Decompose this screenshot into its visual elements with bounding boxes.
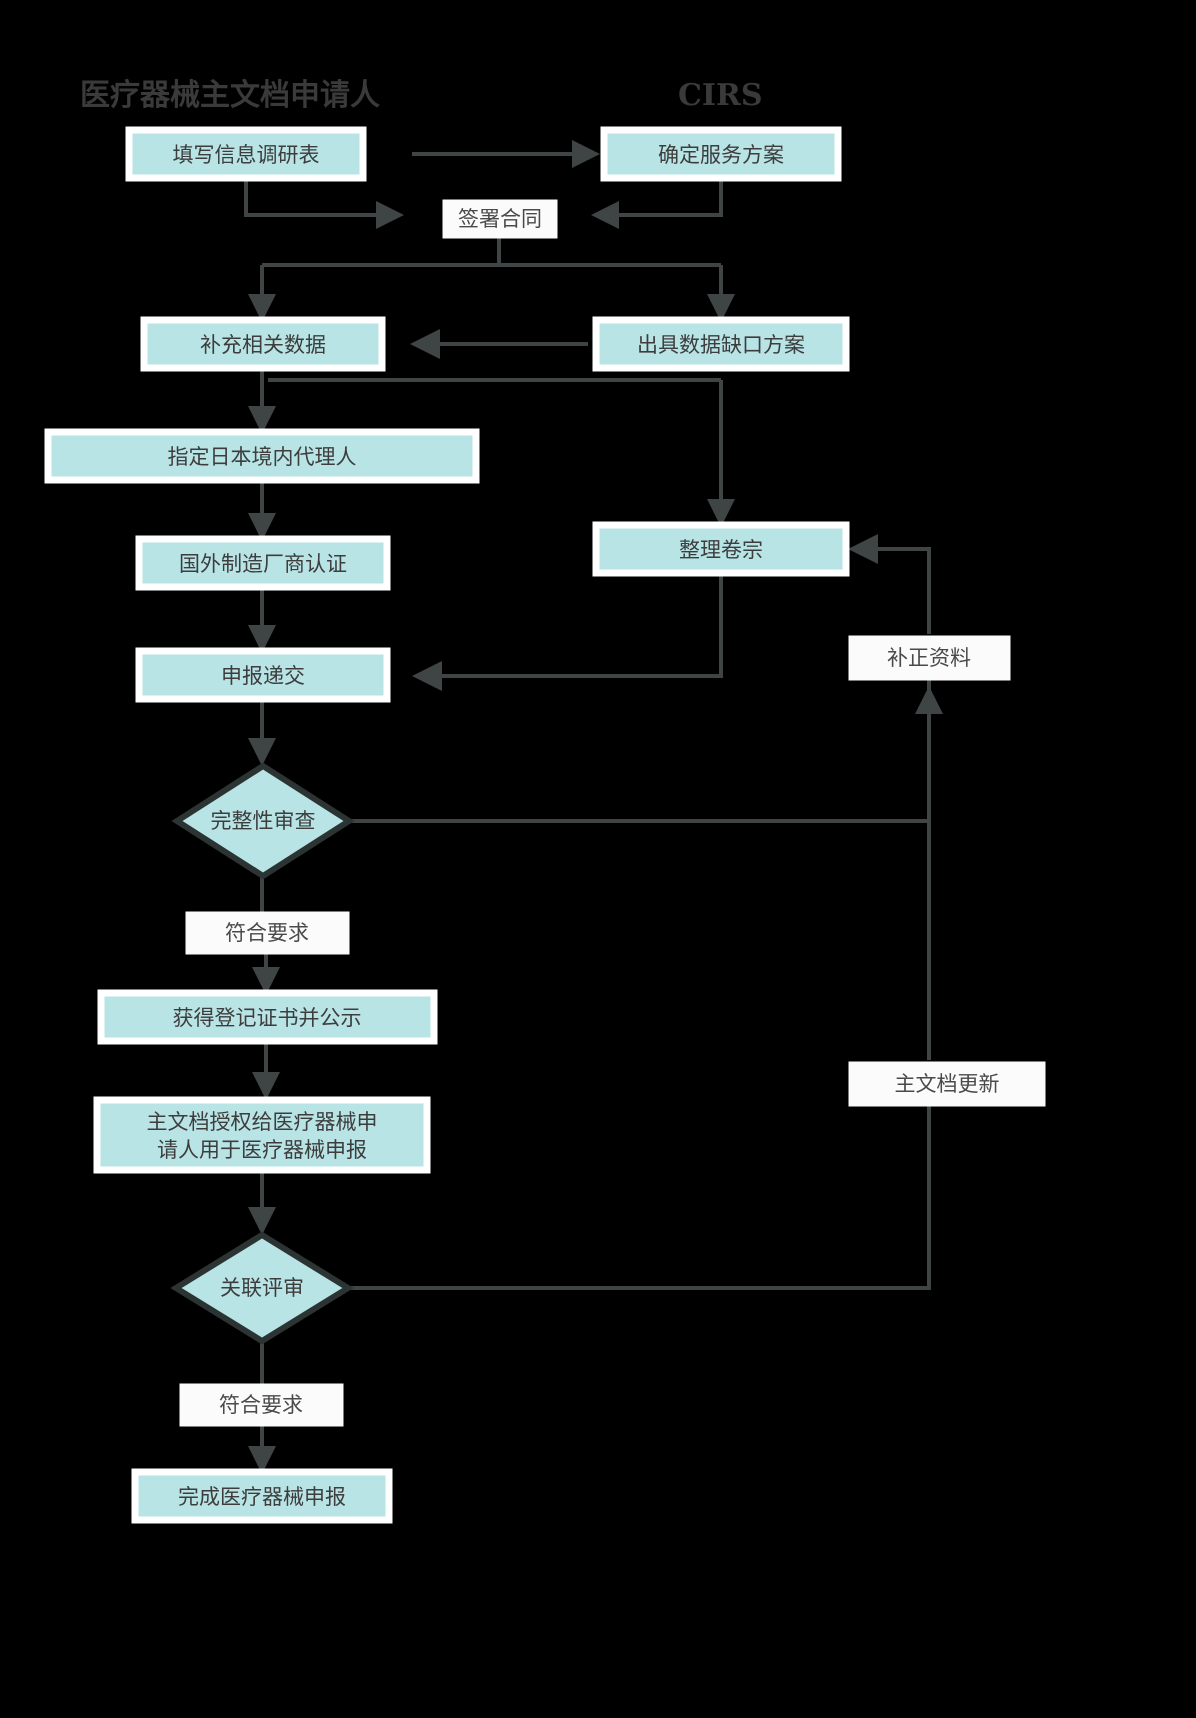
node-submission-label: 申报递交 bbox=[221, 664, 305, 688]
node-mdf-authorization[interactable]: 主文档授权给医疗器械申 请人用于医疗器械申报 bbox=[93, 1096, 431, 1174]
node-submission[interactable]: 申报递交 bbox=[135, 647, 391, 703]
edge-data-gap-to-supplement-data bbox=[410, 329, 588, 359]
node-meets-requirements-1[interactable]: 符合要求 bbox=[185, 911, 350, 955]
node-meets-requirements-2-label: 符合要求 bbox=[219, 1393, 303, 1417]
node-supplement-docs[interactable]: 补正资料 bbox=[848, 635, 1011, 681]
edge-completeness-review-to-supplement-docs bbox=[349, 680, 931, 823]
edge-fill-form-to-service-plan bbox=[412, 140, 600, 168]
node-mdf-update[interactable]: 主文档更新 bbox=[848, 1061, 1046, 1107]
node-supplement-data-label: 补充相关数据 bbox=[200, 333, 326, 357]
edge-fill-form-to-sign-contract bbox=[244, 180, 404, 229]
node-organize-dossier-label: 整理卷宗 bbox=[679, 538, 763, 562]
node-sign-contract[interactable]: 签署合同 bbox=[442, 199, 558, 239]
edge-supplement-data-to-japan-agent bbox=[248, 370, 276, 434]
node-supplement-data[interactable]: 补充相关数据 bbox=[140, 316, 386, 372]
node-layer: 填写信息调研表 确定服务方案 签署合同 补充相关数据 出具数据缺口方案 bbox=[44, 126, 1046, 1524]
node-mdf-authorization-label-line2: 请人用于医疗器械申报 bbox=[157, 1138, 367, 1162]
node-confirm-service-plan-label: 确定服务方案 bbox=[658, 143, 784, 167]
node-data-gap-plan[interactable]: 出具数据缺口方案 bbox=[592, 316, 850, 372]
node-registration-certificate-label: 获得登记证书并公示 bbox=[173, 1006, 362, 1030]
edge-submission-to-completeness-review bbox=[248, 701, 276, 766]
edge-sign-contract-split bbox=[248, 238, 735, 322]
node-complete-application-label: 完成医疗器械申报 bbox=[178, 1485, 346, 1509]
node-designate-japan-agent-label: 指定日本境内代理人 bbox=[168, 445, 357, 469]
edge-meets-requirements-to-registration-certificate bbox=[252, 953, 280, 995]
node-mdf-authorization-label-line1: 主文档授权给医疗器械申 bbox=[147, 1110, 378, 1134]
node-meets-requirements-1-label: 符合要求 bbox=[225, 921, 309, 945]
node-mdf-update-label: 主文档更新 bbox=[895, 1072, 1000, 1096]
edge-linked-review-to-mdf-update bbox=[348, 1105, 931, 1290]
edge-layer bbox=[244, 140, 943, 1474]
node-sign-contract-label: 签署合同 bbox=[458, 207, 542, 231]
edge-organize-dossier-to-submission bbox=[412, 575, 723, 691]
node-completeness-review-label: 完整性审查 bbox=[211, 809, 316, 833]
node-meets-requirements-2[interactable]: 符合要求 bbox=[179, 1383, 344, 1427]
node-data-gap-plan-label: 出具数据缺口方案 bbox=[637, 333, 805, 357]
node-completeness-review[interactable]: 完整性审查 bbox=[171, 762, 355, 880]
node-foreign-manufacturer-cert-label: 国外制造厂商认证 bbox=[179, 552, 347, 576]
edge-supplement-docs-to-organize-dossier bbox=[848, 534, 931, 634]
edge-japan-agent-to-foreign-manufacturer-cert bbox=[248, 482, 276, 541]
node-foreign-manufacturer-cert[interactable]: 国外制造厂商认证 bbox=[135, 535, 391, 591]
edge-service-plan-to-sign-contract bbox=[591, 180, 723, 229]
node-fill-info-form-label: 填写信息调研表 bbox=[173, 143, 320, 167]
node-confirm-service-plan[interactable]: 确定服务方案 bbox=[600, 126, 842, 182]
node-designate-japan-agent[interactable]: 指定日本境内代理人 bbox=[44, 428, 480, 484]
node-supplement-docs-label: 补正资料 bbox=[887, 646, 971, 670]
node-complete-application[interactable]: 完成医疗器械申报 bbox=[131, 1468, 393, 1524]
lane-title-applicant: 医疗器械主文档申请人 bbox=[80, 78, 380, 113]
edge-mdf-update-to-supplement-docs bbox=[915, 686, 943, 1060]
node-linked-review-label: 关联评审 bbox=[220, 1276, 304, 1300]
node-registration-certificate[interactable]: 获得登记证书并公示 bbox=[97, 989, 438, 1045]
lane-title-cirs: CIRS bbox=[678, 78, 763, 113]
edge-mdf-authorization-to-linked-review bbox=[248, 1170, 276, 1235]
edge-foreign-manufacturer-cert-to-submission bbox=[248, 589, 276, 653]
edge-supplement-data-to-organize-dossier bbox=[268, 378, 735, 527]
node-linked-review[interactable]: 关联评审 bbox=[170, 1231, 354, 1345]
node-fill-info-form[interactable]: 填写信息调研表 bbox=[125, 126, 367, 182]
edge-meets-requirements-2-to-complete-application bbox=[248, 1425, 276, 1474]
node-organize-dossier[interactable]: 整理卷宗 bbox=[592, 521, 850, 577]
swimlane-titles: 医疗器械主文档申请人 CIRS bbox=[80, 78, 763, 113]
edge-registration-certificate-to-mdf-authorization bbox=[252, 1043, 280, 1100]
